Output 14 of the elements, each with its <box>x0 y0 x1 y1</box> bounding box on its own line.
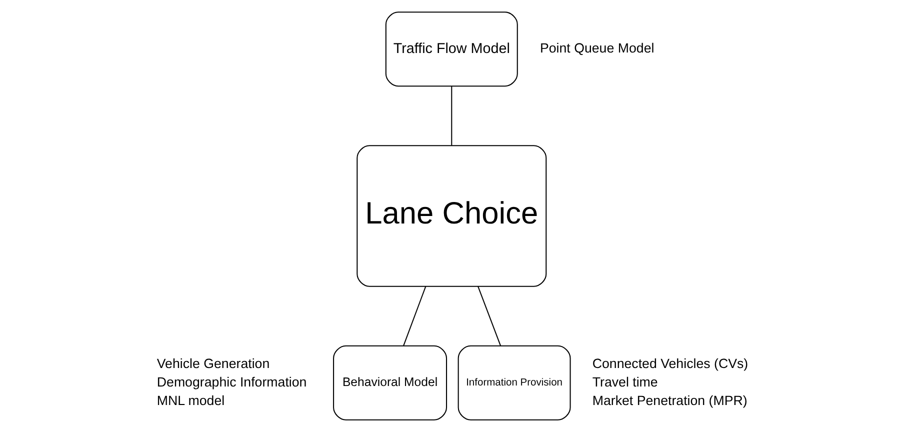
node-label: Point Queue Model <box>539 40 654 56</box>
connector <box>402 286 426 346</box>
node-box: Behavioral Model <box>332 345 447 420</box>
connector <box>477 286 501 346</box>
node-box: Information Provision <box>457 345 570 420</box>
node-label: Demographic Information <box>156 374 306 390</box>
node-label: Travel time <box>592 374 658 390</box>
node-box: Traffic Flow Model <box>384 12 518 87</box>
node-box: Lane Choice <box>356 145 546 287</box>
node-label: Vehicle Generation <box>156 356 270 371</box>
node-label: Connected Vehicles (CVs) <box>592 356 748 371</box>
node-label: MNL model <box>156 392 224 408</box>
connector <box>450 86 452 146</box>
node-label: Market Penetration (MPR) <box>592 392 747 408</box>
